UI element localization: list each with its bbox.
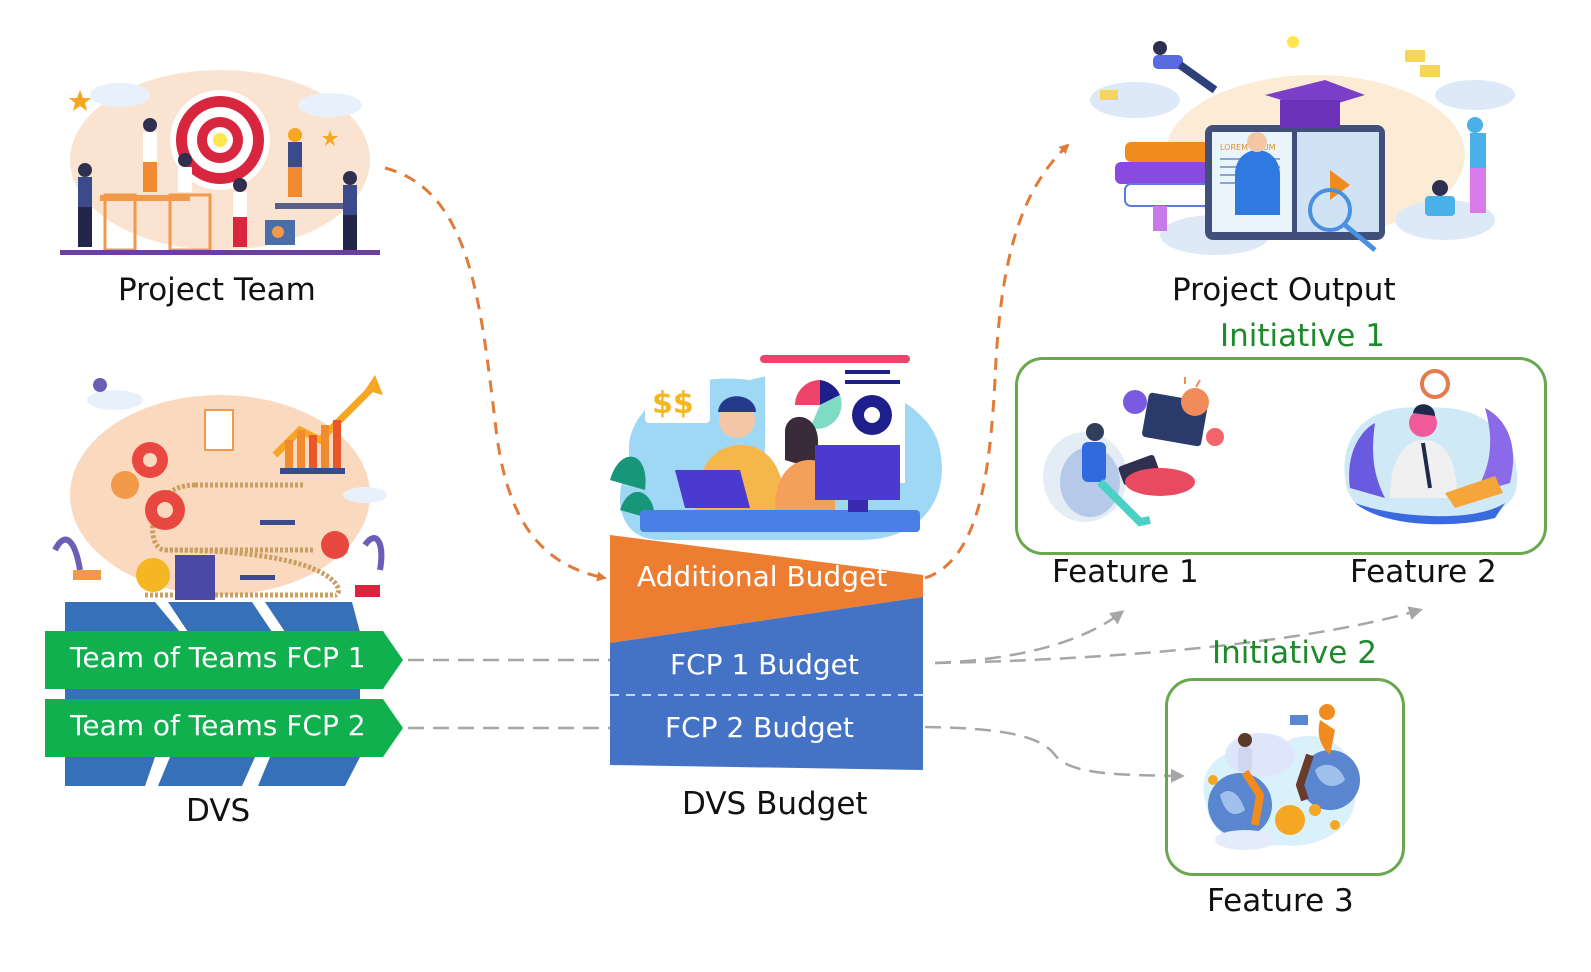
elearning-output-illustration: LOREM IPSUM: [1090, 35, 1515, 255]
fcp-2-chevron-shape: [45, 699, 403, 757]
feature-3-label: Feature 3: [1207, 883, 1354, 919]
fcp-1-chevron-shape: [45, 631, 403, 689]
initiative-2-box[interactable]: [1165, 678, 1405, 876]
fcp1-budget-segment: [610, 597, 923, 695]
fcp-2-label: Team of Teams FCP 2: [70, 709, 366, 742]
businessman-laptop-illustration: [1344, 369, 1518, 525]
svg-text:$$: $$: [652, 386, 694, 421]
budget-stack-shape: [610, 535, 923, 770]
project-team-label: Project Team: [118, 272, 316, 308]
connector-budget-to-output: [924, 143, 1070, 580]
connector-fcp2-to-feature3: [924, 725, 1185, 783]
initiative-1-label: Initiative 1: [1220, 318, 1385, 354]
dvs-budget-label: DVS Budget: [682, 786, 868, 822]
additional-budget-label: Additional Budget: [637, 560, 888, 593]
fcp1-budget-label: FCP 1 Budget: [670, 648, 859, 681]
additional-budget-segment: [610, 535, 923, 643]
connector-fcp1-to-feature2: [934, 606, 1423, 665]
fcp-1-label: Team of Teams FCP 1: [70, 641, 366, 674]
budget-meeting-illustration: $$: [610, 355, 942, 540]
fcp-row-1[interactable]: Team of Teams FCP 1: [45, 631, 405, 693]
connector-team-to-additional-budget: [384, 166, 607, 582]
project-output-label: Project Output: [1172, 272, 1396, 308]
fcp2-budget-label: FCP 2 Budget: [665, 711, 854, 744]
feature-2-label: Feature 2: [1350, 554, 1497, 590]
initiative-1-box[interactable]: [1015, 357, 1547, 555]
value-stream-conveyor-illustration: [52, 375, 387, 600]
dvs-label: DVS: [186, 793, 251, 829]
fcp2-budget-segment: [610, 695, 923, 770]
feature-1-label: Feature 1: [1052, 554, 1199, 590]
team-target-illustration: [60, 70, 380, 255]
fcp-row-2[interactable]: Team of Teams FCP 2: [45, 699, 405, 761]
initiative-2-label: Initiative 2: [1212, 635, 1377, 671]
svg-text:LOREM IPSUM: LOREM IPSUM: [1220, 143, 1276, 152]
developer-vr-illustration: [1043, 377, 1224, 527]
value-stream-bands: [65, 602, 360, 786]
global-remote-work-illustration: [1203, 704, 1360, 850]
